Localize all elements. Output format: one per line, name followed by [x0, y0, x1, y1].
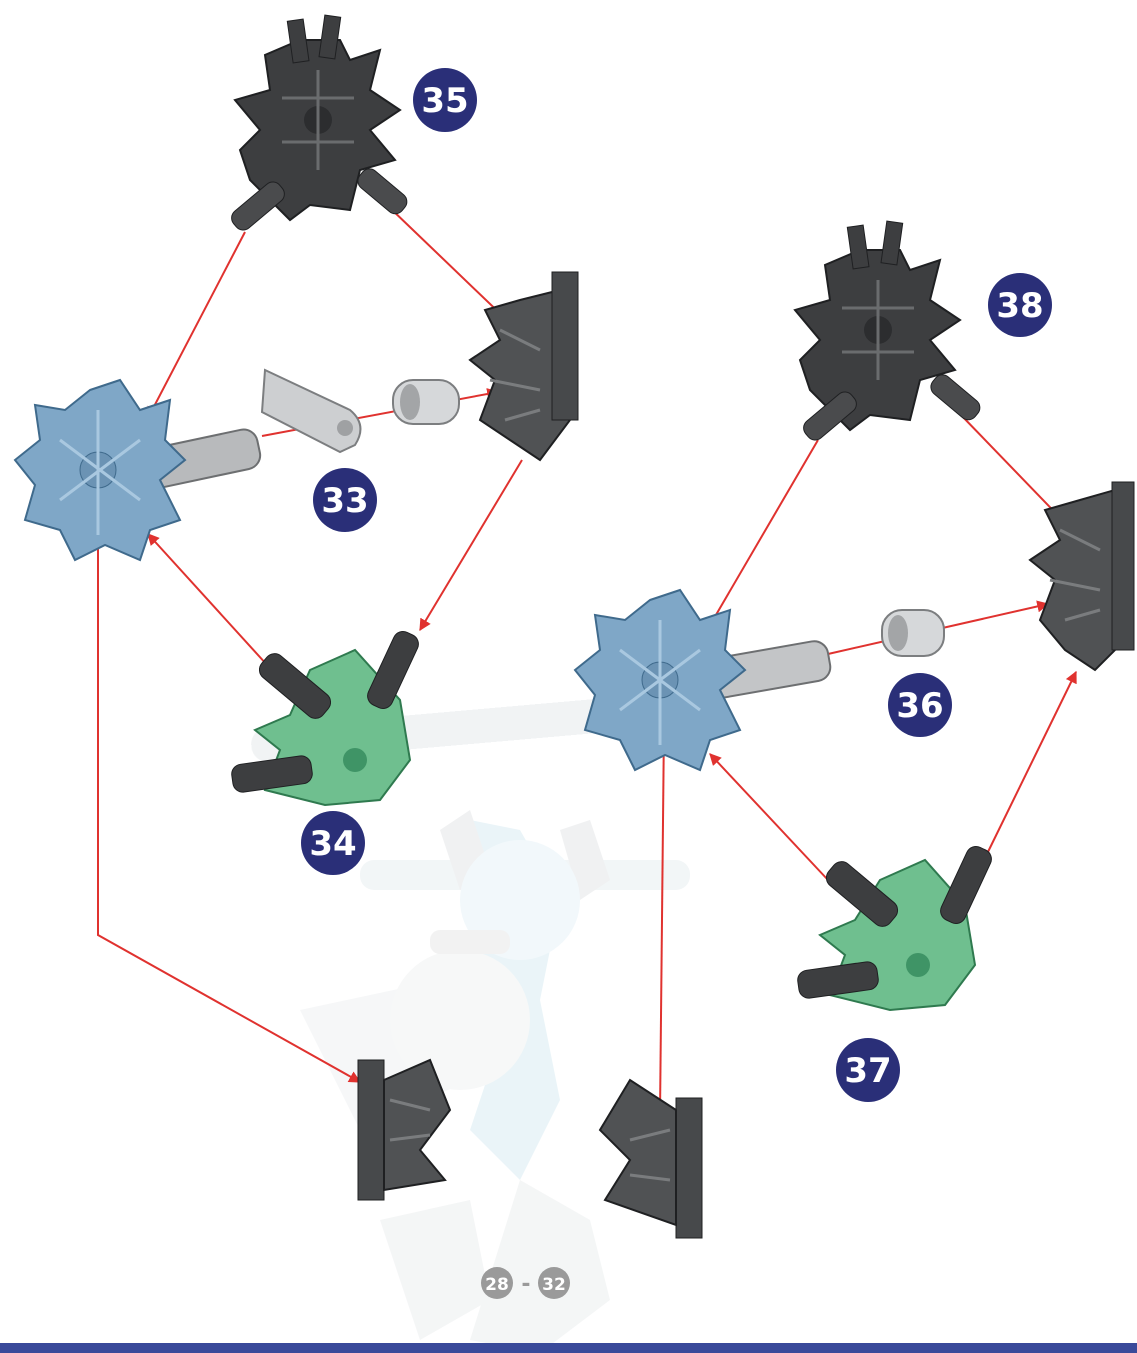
step-range-label: 28 - 32 [481, 1267, 570, 1299]
half-connector-bottom-left [357, 1058, 452, 1201]
blue-connector-left [13, 378, 262, 562]
green-connector-left [231, 631, 419, 807]
step-badge-37: 37 [836, 1038, 900, 1102]
green-connector-right [797, 846, 992, 1012]
half-connector-right [1028, 481, 1135, 672]
half-connector-left [468, 271, 579, 462]
dark-connector-top-left [231, 14, 408, 231]
spacer-right [881, 609, 945, 657]
half-connector-bottom-right [598, 1078, 703, 1239]
step-badge-35: 35 [413, 68, 477, 132]
svg-text:37: 37 [844, 1051, 891, 1091]
svg-text:28: 28 [485, 1275, 509, 1295]
svg-text:32: 32 [542, 1275, 566, 1295]
svg-text:36: 36 [896, 686, 943, 726]
svg-text:34: 34 [309, 824, 356, 864]
ghost-completed-model [251, 693, 690, 1353]
svg-text:33: 33 [321, 481, 368, 521]
step-badge-38: 38 [988, 273, 1052, 337]
connection-arrows [97, 205, 1077, 1116]
svg-text:35: 35 [421, 81, 468, 121]
step-badge-33: 33 [313, 468, 377, 532]
clip-part [260, 368, 362, 454]
blue-connector-right [573, 588, 832, 772]
spacer-left [392, 379, 460, 425]
step-badge-34: 34 [301, 811, 365, 875]
svg-text:38: 38 [996, 286, 1043, 326]
dark-connector-top-right [793, 220, 981, 441]
page-bottom-band [0, 1343, 1137, 1353]
step-badge-36: 36 [888, 673, 952, 737]
svg-text:-: - [521, 1272, 530, 1297]
